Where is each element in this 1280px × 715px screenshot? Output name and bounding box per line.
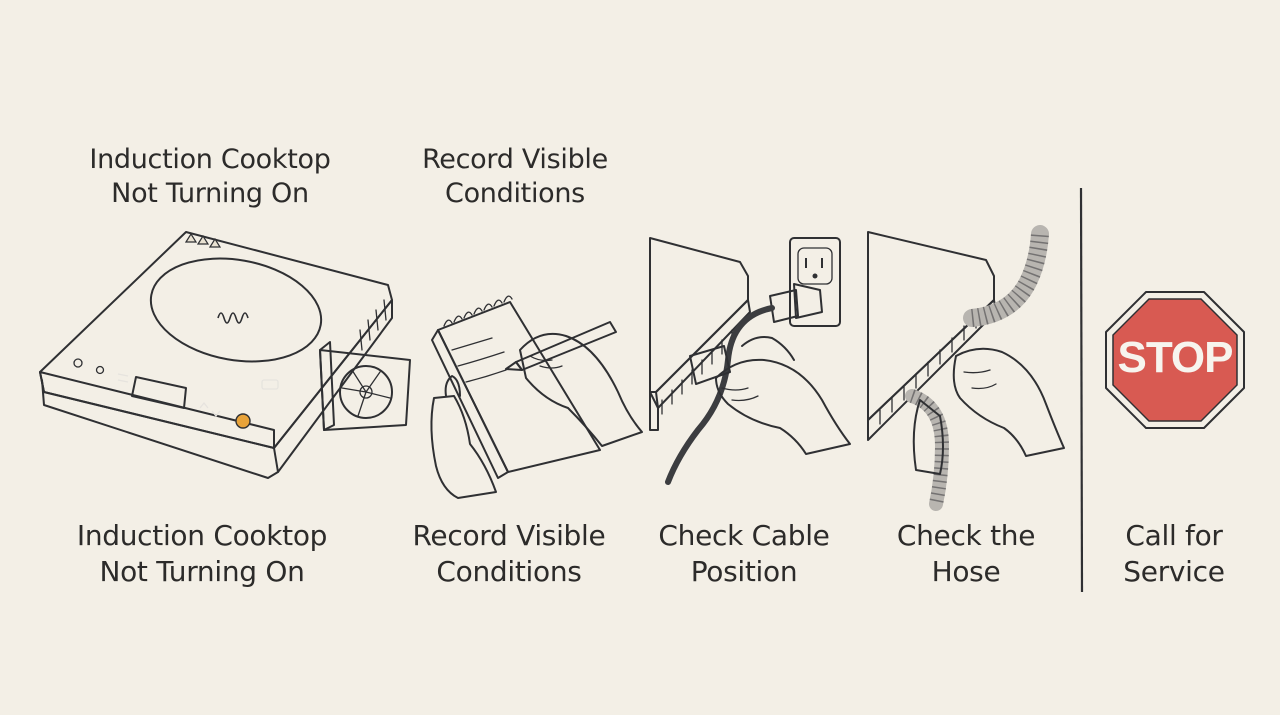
cooktop-icon xyxy=(39,231,411,479)
step-label-cooktop: Induction Cooktop Not Turning On xyxy=(76,519,328,588)
top-label-record: Record Visible Conditions xyxy=(422,144,608,209)
hose-icon xyxy=(867,225,1065,511)
step-label-cable: Check Cable Position xyxy=(658,519,830,588)
plug-icon xyxy=(649,237,851,485)
step-label-record: Record Visible Conditions xyxy=(412,519,606,588)
step-label-hose: Check the Hose xyxy=(896,519,1036,588)
divider-line xyxy=(1079,187,1084,593)
stop-sign-text: STOP xyxy=(1117,333,1233,382)
stop-sign-icon xyxy=(1105,291,1245,429)
notepad-icon xyxy=(430,295,643,499)
step-label-service: Call for Service xyxy=(1123,519,1225,588)
top-label-cooktop: Induction Cooktop Not Turning On xyxy=(89,144,331,209)
